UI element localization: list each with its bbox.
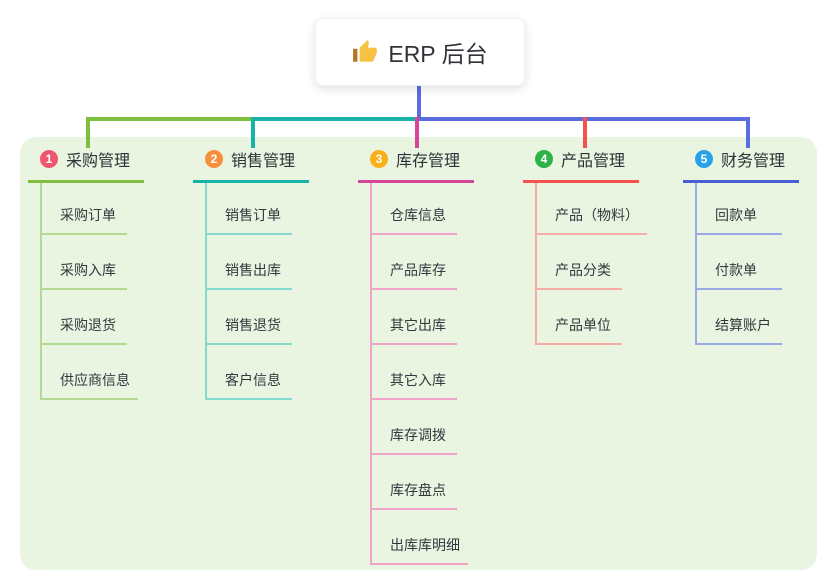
connector-drop-3 (415, 117, 419, 148)
branch-1: 1 采购管理 采购订单采购入库采购退货供应商信息 (28, 147, 144, 400)
branch-number-badge: 5 (695, 150, 713, 168)
child-node[interactable]: 采购退货 (42, 290, 127, 345)
child-node[interactable]: 采购入库 (42, 235, 127, 290)
branch-number-badge: 4 (535, 150, 553, 168)
child-node[interactable]: 供应商信息 (42, 345, 138, 400)
branch-number-badge: 2 (205, 150, 223, 168)
child-node[interactable]: 回款单 (697, 183, 782, 235)
branch-3: 3 库存管理 仓库信息产品库存其它出库其它入库库存调拨库存盘点出库库明细 (358, 147, 474, 565)
branch-children: 采购订单采购入库采购退货供应商信息 (40, 183, 138, 400)
branch-label: 产品管理 (561, 153, 626, 170)
connector-drop-5 (746, 117, 750, 148)
root-node[interactable]: ERP 后台 (315, 18, 525, 86)
child-node[interactable]: 结算账户 (697, 290, 782, 345)
branch-number-badge: 3 (370, 150, 388, 168)
branch-label: 采购管理 (66, 153, 131, 170)
branch-4: 4 产品管理 产品（物料）产品分类产品单位 (523, 147, 647, 345)
child-node[interactable]: 出库库明细 (372, 510, 468, 565)
branch-label: 库存管理 (396, 153, 461, 170)
child-node[interactable]: 其它出库 (372, 290, 457, 345)
branch-5: 5 财务管理 回款单付款单结算账户 (683, 147, 799, 345)
branch-title[interactable]: 2 销售管理 (193, 147, 309, 183)
branch-children: 产品（物料）产品分类产品单位 (535, 183, 647, 345)
branch-title[interactable]: 4 产品管理 (523, 147, 639, 183)
root-label: ERP 后台 (388, 41, 488, 67)
child-node[interactable]: 库存调拨 (372, 400, 457, 455)
connector-drop-4 (583, 117, 587, 148)
child-node[interactable]: 采购订单 (42, 183, 127, 235)
child-node[interactable]: 销售订单 (207, 183, 292, 235)
branch-children: 销售订单销售出库销售退货客户信息 (205, 183, 292, 400)
connector-horizontal-1 (86, 117, 253, 121)
branch-title[interactable]: 5 财务管理 (683, 147, 799, 183)
branch-label: 销售管理 (231, 153, 296, 170)
child-node[interactable]: 库存盘点 (372, 455, 457, 510)
thumbs-up-icon (353, 40, 378, 62)
branch-2: 2 销售管理 销售订单销售出库销售退货客户信息 (193, 147, 309, 400)
branch-children: 回款单付款单结算账户 (695, 183, 782, 345)
branches-panel (20, 137, 817, 570)
branch-label: 财务管理 (721, 153, 786, 170)
child-node[interactable]: 其它入库 (372, 345, 457, 400)
branch-number-badge: 1 (40, 150, 58, 168)
child-node[interactable]: 产品分类 (537, 235, 622, 290)
child-node[interactable]: 付款单 (697, 235, 782, 290)
connector-horizontal-2 (251, 117, 418, 121)
branch-children: 仓库信息产品库存其它出库其它入库库存调拨库存盘点出库库明细 (370, 183, 468, 565)
connector-drop-1 (86, 117, 90, 148)
branch-title[interactable]: 1 采购管理 (28, 147, 144, 183)
connector-drop-2 (251, 117, 255, 148)
child-node[interactable]: 产品（物料） (537, 183, 647, 235)
child-node[interactable]: 产品单位 (537, 290, 622, 345)
child-node[interactable]: 仓库信息 (372, 183, 457, 235)
child-node[interactable]: 产品库存 (372, 235, 457, 290)
branch-title[interactable]: 3 库存管理 (358, 147, 474, 183)
child-node[interactable]: 销售出库 (207, 235, 292, 290)
child-node[interactable]: 销售退货 (207, 290, 292, 345)
connector-trunk (417, 83, 421, 119)
child-node[interactable]: 客户信息 (207, 345, 292, 400)
